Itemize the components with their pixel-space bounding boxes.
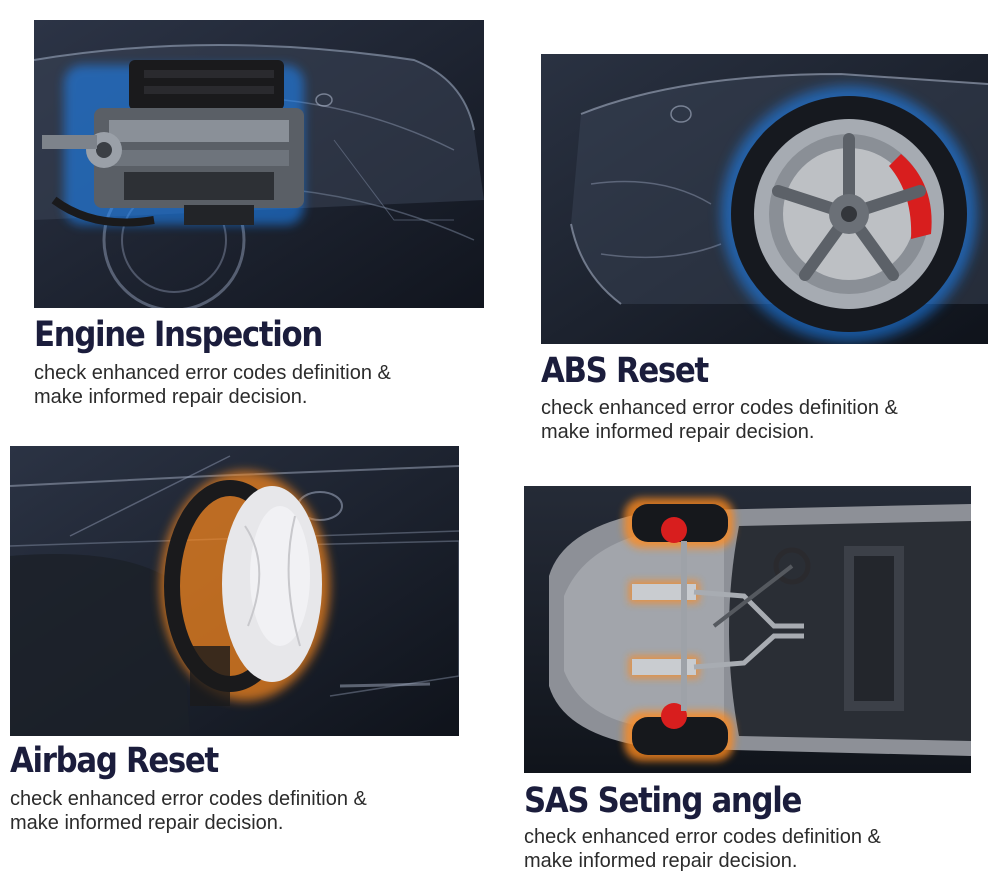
sas-setting-angle-description: check enhanced error codes definition & … <box>524 825 881 873</box>
engine-inspection-image <box>34 20 484 308</box>
description-line: check enhanced error codes definition & <box>10 788 367 810</box>
airbag-reset-title: Airbag Reset <box>10 741 219 781</box>
sas-setting-angle-image <box>524 486 971 773</box>
description-line: make informed repair decision. <box>34 386 308 408</box>
sas-setting-angle-title: SAS Seting angle <box>524 781 802 821</box>
abs-reset-title: ABS Reset <box>541 351 709 391</box>
description-line: check enhanced error codes definition & <box>34 362 391 384</box>
engine-inspection-description: check enhanced error codes definition & … <box>34 361 391 409</box>
description-line: check enhanced error codes definition & <box>541 397 898 419</box>
engine-icon <box>34 20 484 308</box>
description-line: check enhanced error codes definition & <box>524 826 881 848</box>
abs-reset-description: check enhanced error codes definition & … <box>541 396 898 444</box>
airbag-reset-image <box>10 446 459 736</box>
description-line: make informed repair decision. <box>524 850 798 872</box>
abs-reset-image <box>541 54 988 344</box>
description-line: make informed repair decision. <box>10 812 284 834</box>
airbag-reset-description: check enhanced error codes definition & … <box>10 787 367 835</box>
engine-inspection-title: Engine Inspection <box>34 315 323 355</box>
description-line: make informed repair decision. <box>541 421 815 443</box>
wheel-brake-icon <box>541 54 988 344</box>
steering-suspension-icon <box>524 486 971 773</box>
airbag-icon <box>10 446 459 736</box>
